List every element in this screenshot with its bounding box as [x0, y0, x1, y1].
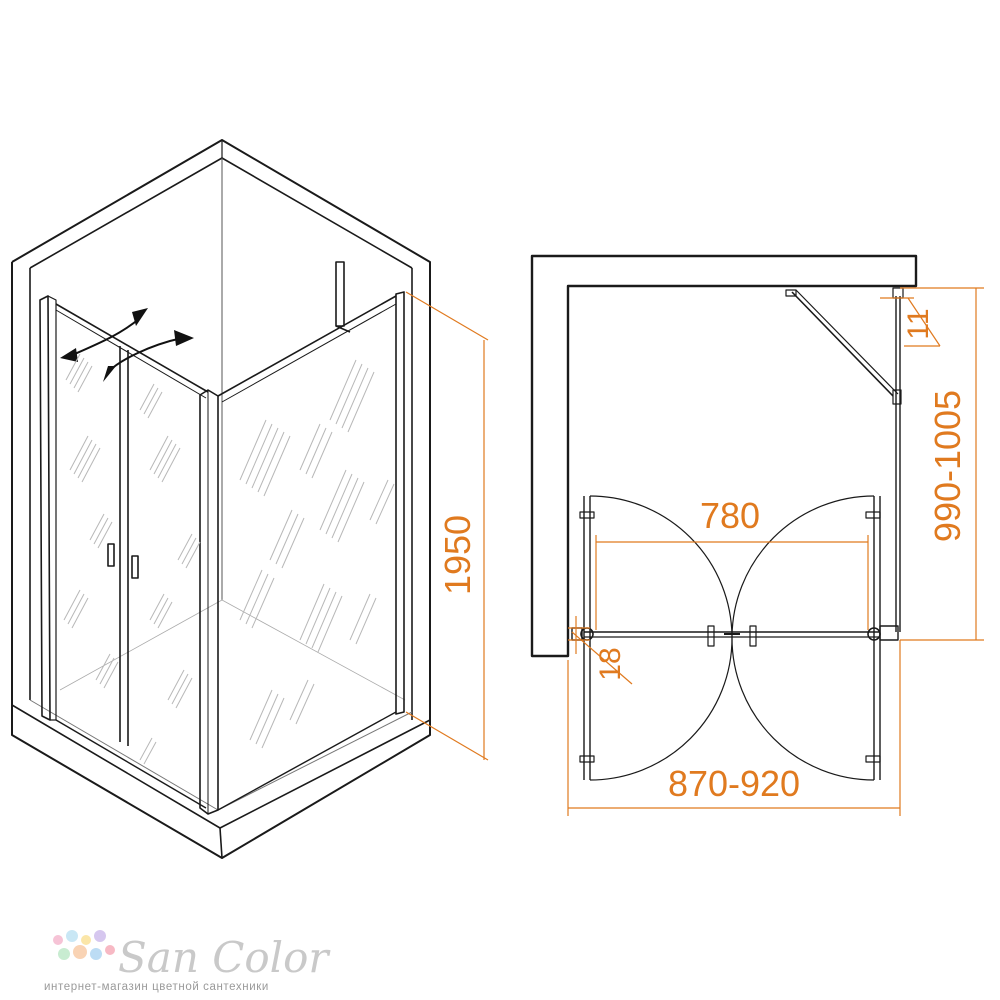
brand-name: San Color: [118, 933, 331, 982]
logo-dot: [58, 948, 70, 960]
door-swing-arrows-icon: [60, 308, 194, 382]
brand-tagline: интернет-магазин цветной сантехники: [44, 981, 269, 993]
logo-dot: [53, 935, 63, 945]
door-opening-dimension: [595, 535, 869, 630]
profile-thickness-dimension: [568, 616, 633, 685]
glass-hatching-side: [239, 359, 395, 749]
depth-dimension: [900, 287, 984, 641]
logo-dot: [90, 948, 102, 960]
logo-dot: [66, 930, 78, 942]
profile-gap-label: 11: [902, 308, 935, 339]
height-label: 1950: [437, 515, 478, 595]
logo-dot: [81, 935, 91, 945]
glass-hatching: [63, 353, 201, 765]
height-dimension: [405, 291, 489, 761]
plan-view: [530, 254, 918, 781]
depth-label: 990-1005: [927, 390, 968, 542]
profile-gap-dimension: [880, 297, 941, 347]
profile-thickness-label: 18: [594, 647, 627, 680]
logo-dots-icon: [53, 930, 115, 960]
logo-dot: [94, 930, 106, 942]
width-label: 870-920: [668, 763, 800, 804]
door-opening-label: 780: [700, 495, 760, 536]
logo-dot: [105, 945, 115, 955]
isometric-view: [11, 139, 431, 859]
brand-logo: San Color интернет-магазин цветной санте…: [44, 930, 331, 993]
logo-dot: [73, 945, 87, 959]
width-dimension: [567, 640, 901, 816]
